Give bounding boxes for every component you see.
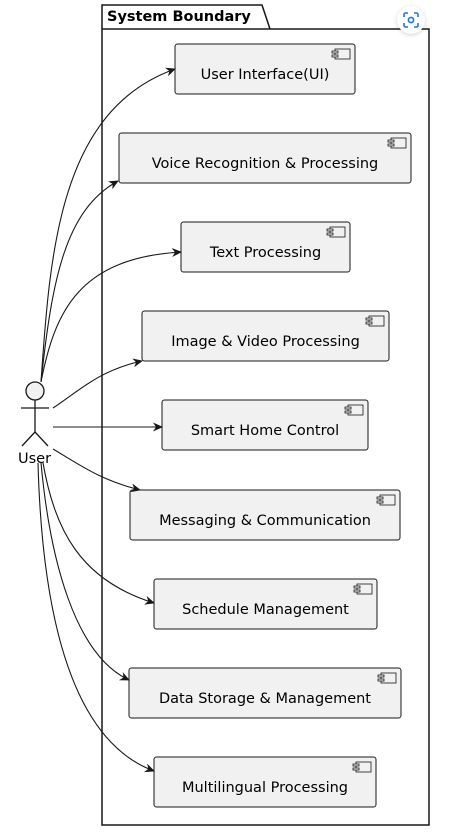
component-icon	[352, 761, 372, 773]
component-icon	[365, 315, 385, 327]
boundary-tab	[101, 4, 271, 30]
edge-user-to-ui	[40, 67, 176, 383]
edge-user-to-image	[52, 358, 143, 409]
component-smarthome[interactable]: Smart Home Control	[161, 399, 369, 451]
component-box	[153, 756, 377, 808]
component-label: Smart Home Control	[191, 423, 339, 439]
component-multilingual[interactable]: Multilingual Processing	[153, 756, 377, 808]
component-box	[180, 221, 351, 273]
actor-left-leg	[21, 431, 36, 447]
component-icon	[376, 494, 396, 506]
component-messaging[interactable]: Messaging & Communication	[129, 489, 401, 541]
actor-label: User	[18, 451, 51, 467]
boundary-title: System Boundary	[107, 9, 251, 25]
component-label: Schedule Management	[182, 602, 349, 618]
component-voice[interactable]: Voice Recognition & Processing	[118, 132, 412, 184]
component-icon	[377, 672, 397, 684]
edge-group	[37, 67, 182, 773]
component-box	[128, 667, 402, 719]
component-box	[141, 310, 390, 362]
component-group: User Interface(UI) Voice Recognition & Pr…	[118, 43, 412, 808]
edge-user-to-storage	[40, 462, 130, 681]
edge-user-to-text	[40, 248, 182, 383]
component-storage[interactable]: Data Storage & Management	[128, 667, 402, 719]
actor-head	[25, 381, 45, 401]
component-label: Text Processing	[209, 245, 321, 261]
component-label: Image & Video Processing	[171, 334, 360, 350]
component-label: User Interface(UI)	[201, 67, 330, 83]
component-text[interactable]: Text Processing	[180, 221, 351, 273]
component-icon	[387, 137, 407, 149]
focus-button[interactable]	[397, 6, 425, 34]
system-boundary: System Boundary	[101, 4, 430, 826]
component-box	[129, 489, 401, 541]
component-icon	[326, 226, 346, 238]
component-box	[118, 132, 412, 184]
focus-icon	[403, 12, 419, 28]
actor-right-leg	[34, 431, 49, 447]
component-image[interactable]: Image & Video Processing	[141, 310, 390, 362]
component-schedule[interactable]: Schedule Management	[153, 578, 378, 630]
edge-user-to-voice	[40, 180, 119, 383]
edge-user-to-multilingual	[37, 462, 155, 773]
component-label: Voice Recognition & Processing	[152, 156, 379, 172]
edge-user-to-messaging	[52, 448, 141, 493]
component-label: Data Storage & Management	[159, 691, 371, 707]
component-icon	[344, 404, 364, 416]
component-ui[interactable]: User Interface(UI)	[174, 43, 356, 95]
component-icon	[353, 583, 373, 595]
component-icon	[331, 48, 351, 60]
edge-user-to-schedule	[42, 462, 155, 605]
actor-user[interactable]: User	[18, 381, 51, 467]
component-label: Multilingual Processing	[182, 780, 348, 796]
component-label: Messaging & Communication	[159, 513, 371, 529]
